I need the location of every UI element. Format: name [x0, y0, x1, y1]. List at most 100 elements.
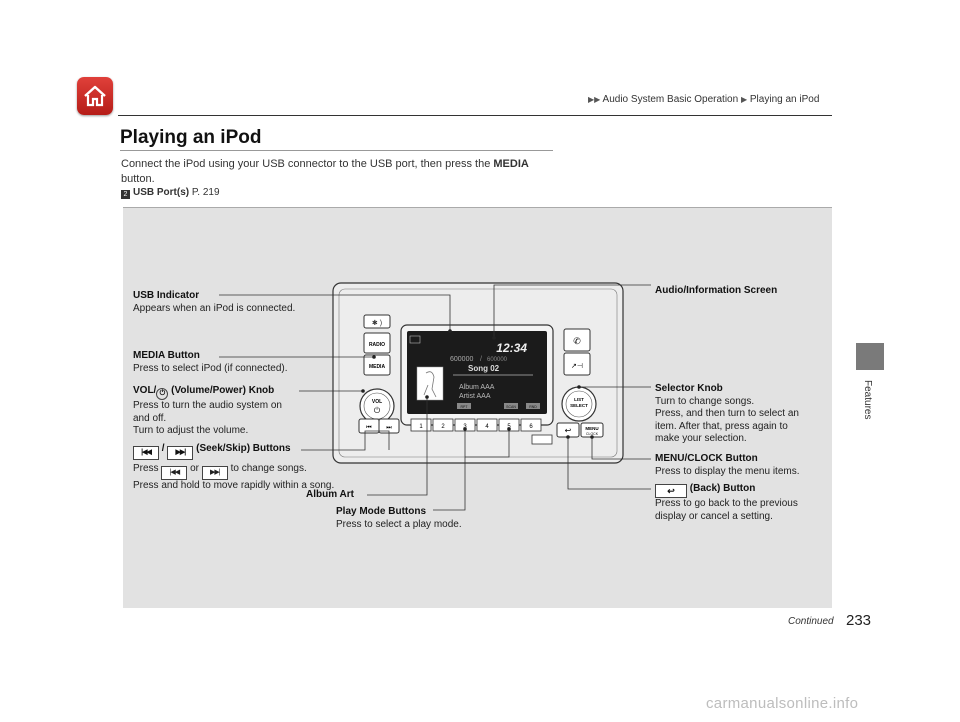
screen-progress-bar [453, 374, 533, 376]
screen-tag-scan-label: SCAN [506, 405, 516, 409]
screen-tag-random [526, 403, 540, 409]
menu-button-sublabel: CLOCK [586, 432, 599, 436]
callout-title: (Back) Button [687, 483, 756, 494]
screen-track-total: 600000 [487, 357, 508, 363]
usb-port-slot [531, 434, 553, 445]
home-icon [84, 85, 106, 107]
skip-back-icon: |◀◀ [161, 466, 188, 480]
top-left-button-icon: ✱ ) [372, 319, 382, 327]
callout-sep: / [159, 443, 168, 454]
menu-button-label: MENU [585, 426, 598, 431]
callout-play-mode [433, 429, 466, 511]
home-button[interactable] [77, 77, 113, 115]
screen-song-title: Song 02 [468, 364, 500, 373]
audio-screen-callout: Audio/Information Screen [655, 285, 777, 298]
skip-forward-icon: ▶▶| [201, 466, 228, 480]
callout-lines [219, 284, 651, 511]
header-divider [118, 115, 832, 116]
callout-desc: Turn to adjust the volume. [133, 425, 249, 436]
screen-track-separator: / [480, 356, 482, 363]
breadcrumb-arrow-icon: ▶ [740, 95, 748, 104]
callout-back [567, 437, 651, 490]
radio-button-label: RADIO [369, 342, 385, 348]
album-art-callout: Album Art [306, 489, 354, 502]
intro-text: Connect the iPod using your USB connecto… [121, 158, 494, 170]
screen-tag-scan [504, 403, 518, 409]
preset-button[interactable] [520, 418, 542, 432]
preset-button-label: 2 [441, 424, 445, 430]
callout-title: Album Art [306, 489, 354, 500]
intro-text-end: button. [121, 173, 155, 185]
callout-title: MENU/CLOCK Button [655, 453, 758, 464]
top-left-button[interactable] [363, 314, 391, 329]
callout-title: USB Indicator [133, 290, 200, 301]
volume-knob-label: VOL [372, 399, 382, 405]
callout-desc: make your selection. [655, 433, 747, 444]
intro-bold: MEDIA [493, 158, 529, 170]
power-icon: ⏻ [374, 406, 381, 415]
breadcrumb-item[interactable]: Playing an iPod [749, 94, 820, 105]
callout-album-art [367, 397, 428, 496]
xref-label[interactable]: USB Port(s) [133, 187, 190, 198]
album-art [416, 366, 444, 401]
callout-desc: to change songs. [227, 463, 307, 474]
xref-page[interactable]: P. 219 [189, 187, 220, 198]
continued-label: Continued [788, 616, 834, 627]
phone-icon: ✆ [573, 336, 581, 346]
callout-dots [361, 329, 594, 439]
media-button-callout: MEDIA Button Press to select iPod (if co… [133, 350, 288, 375]
preset-buttons: 1 2 3 4 5 6 [410, 418, 542, 432]
seek-skip-desc: Press |◀◀ or ▶▶| to change songs. Press … [133, 463, 334, 493]
callout-desc: and off. [133, 412, 167, 424]
callout-seek [301, 430, 390, 451]
preset-button[interactable] [432, 418, 454, 432]
callout-play-mode-right [465, 429, 510, 458]
callout-desc: Press to turn the audio system on [133, 400, 282, 411]
phone-button[interactable] [563, 328, 591, 352]
callout-desc: Press and hold to move rapidly within a … [133, 480, 335, 491]
callout-title: VOL/ [133, 385, 157, 396]
page-number: 233 [846, 612, 872, 629]
back-button-callout: ↩ (Back) Button Press to go back to the … [655, 483, 798, 523]
skip-forward-icon: ▶▶| [167, 446, 194, 460]
intro-paragraph: Connect the iPod using your USB connecto… [121, 157, 561, 187]
play-mode-callout: Play Mode Buttons Press to select a play… [336, 506, 462, 531]
callout-title: Play Mode Buttons [336, 506, 427, 517]
back-arrow-icon: ↩ [565, 426, 572, 435]
selector-knob-ring [565, 390, 593, 418]
callout-usb [219, 294, 451, 331]
selector-knob-callout: Selector Knob Turn to change songs. Pres… [655, 383, 799, 446]
callout-desc: Press, and then turn to select an [655, 408, 799, 419]
title-divider [120, 150, 553, 151]
media-button-label: MEDIA [369, 364, 386, 370]
media-button[interactable] [363, 354, 391, 376]
callout-desc: display or cancel a setting. [655, 510, 773, 522]
callout-desc: Appears when an iPod is connected. [133, 302, 296, 314]
usb-indicator-callout: USB Indicator Appears when an iPod is co… [133, 290, 295, 315]
section-tab[interactable] [856, 343, 884, 370]
reference-icon: 2 [121, 190, 130, 199]
screen-clock: 12:34 [496, 341, 527, 355]
callout-menu [591, 437, 651, 460]
breadcrumb-item[interactable]: Audio System Basic Operation [602, 94, 739, 105]
screen-album: Album AAA [459, 384, 495, 391]
callout-desc: Press to select a play mode. [336, 518, 462, 530]
hang-up-icon: ↗⊣ [571, 363, 583, 370]
power-icon: ⏻ [156, 388, 169, 400]
callout-desc: or [187, 463, 202, 474]
callout-title: Audio/Information Screen [655, 285, 778, 296]
breadcrumb-arrow-icon: ▶▶ [588, 95, 601, 104]
hang-up-button[interactable] [563, 352, 591, 376]
radio-button[interactable] [363, 332, 391, 354]
screen-artist: Artist AAA [459, 393, 491, 400]
preset-button[interactable] [476, 418, 498, 432]
skip-back-icon: ⏮ [366, 425, 372, 431]
screen-tag-repeat [457, 403, 471, 409]
audio-unit-diagram: ✱ ) RADIO MEDIA VOL ⏻ ⏮ ⏭ 12:34 600000 /… [219, 282, 651, 511]
selector-knob-label: LIST [574, 397, 584, 402]
skip-forward-icon: ⏭ [386, 425, 392, 431]
callout-title: Selector Knob [655, 383, 723, 394]
preset-button[interactable] [410, 418, 432, 432]
volume-knob-callout: VOL/⏻ (Volume/Power) Knob Press to turn … [133, 385, 282, 438]
